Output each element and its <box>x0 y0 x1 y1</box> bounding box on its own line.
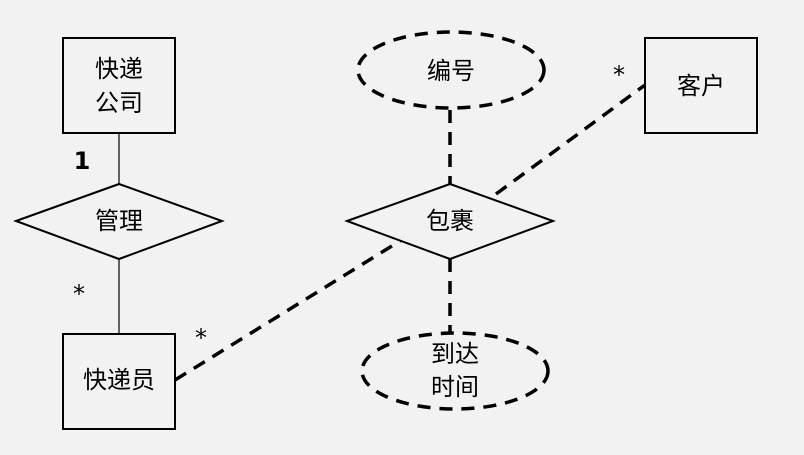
entity-company: 快递 公司 <box>62 37 176 134</box>
entity-customer-label: 客户 <box>677 72 725 100</box>
attribute-number: 编号 <box>356 30 546 110</box>
relationship-package: 包裹 <box>344 182 556 261</box>
attribute-arrival-time-label-line2: 时间 <box>431 373 479 401</box>
entity-company-label-line1: 快递 <box>95 55 143 83</box>
relationship-manage: 管理 <box>13 182 225 261</box>
attribute-arrival-time-label-line1: 到达 <box>431 340 479 368</box>
edge-package-customer <box>494 83 647 196</box>
attribute-arrival-time: 到达 时间 <box>360 331 550 411</box>
entity-customer: 客户 <box>644 37 758 134</box>
edge-courier-package <box>174 239 401 382</box>
relationship-manage-label: 管理 <box>95 207 143 235</box>
cardinality-customer-package: * <box>613 61 625 89</box>
relationship-package-label: 包裹 <box>426 207 474 235</box>
cardinality-manage-courier: * <box>73 280 85 308</box>
entity-courier-label: 快递员 <box>83 366 155 394</box>
cardinality-courier-package: * <box>195 324 207 352</box>
entity-company-label-line2: 公司 <box>95 89 143 117</box>
cardinality-company-manage: 1 <box>74 147 91 175</box>
entity-courier: 快递员 <box>62 333 176 430</box>
attribute-number-label: 编号 <box>427 57 475 85</box>
